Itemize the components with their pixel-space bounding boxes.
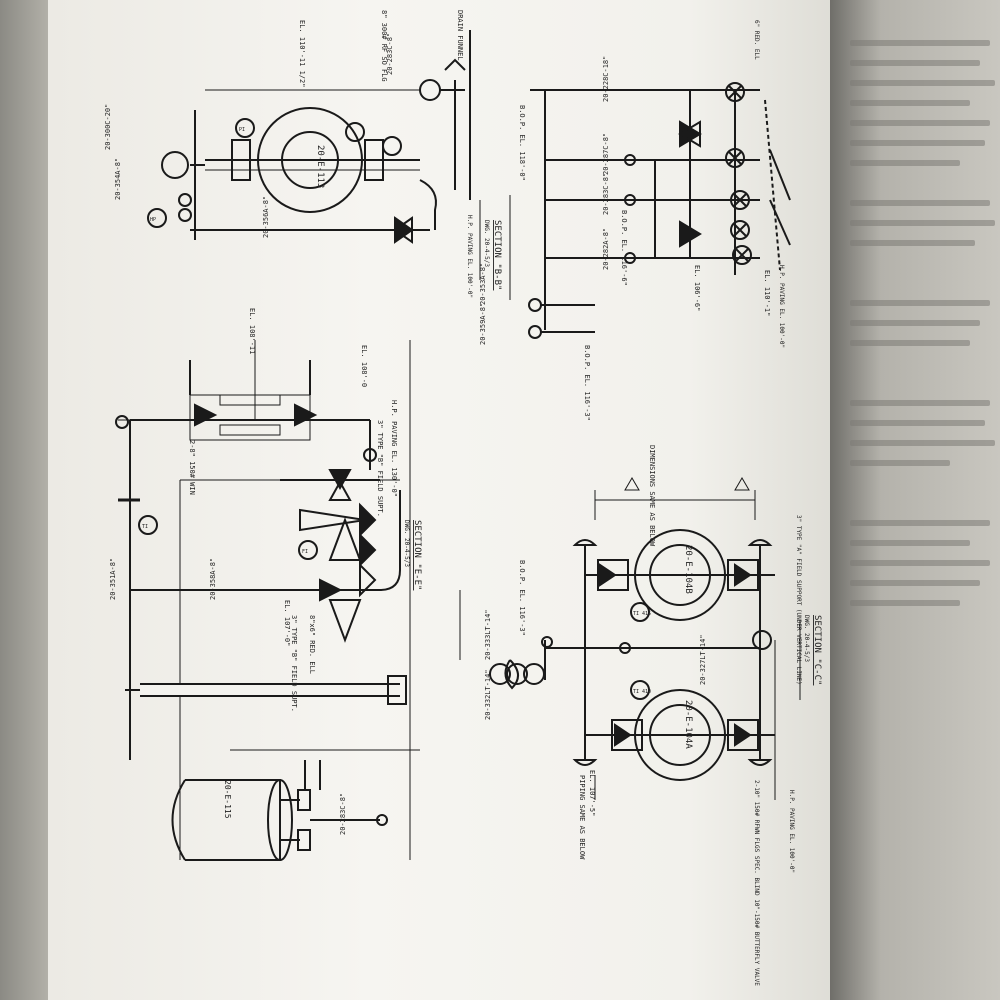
section-cc-diagram <box>459 477 801 800</box>
elevation-label: EL. 107'-5" <box>588 770 596 816</box>
instrument-label: PI <box>239 127 245 133</box>
instrument-label: TI 410 <box>633 689 651 695</box>
exchanger-20-E-115 <box>171 749 420 861</box>
section-ee-title: SECTION "E-E" <box>412 520 422 590</box>
elevation-label: EL. 108'-0 <box>360 345 368 387</box>
pipe-label: 20-300C-20" <box>104 104 112 150</box>
pipe-label: 20-358A-8" <box>209 558 217 600</box>
table-surface <box>0 0 48 1000</box>
instrument-label: TI 415 <box>633 611 651 617</box>
exchanger-20-E-113 <box>147 30 481 280</box>
pipe-label: 20-356A-8" <box>262 196 270 238</box>
section-ee-dwg: DWG. 20-4-5/3 <box>403 520 410 567</box>
section-bb-title: SECTION "B-B" <box>492 220 502 290</box>
instrument-label: HP <box>150 217 156 223</box>
pipe-label: 20-333LT-14" <box>484 609 492 660</box>
elevation-label: EL. 110'-11 1/2" <box>298 20 306 87</box>
note-label: 8"x6" RED. ELL <box>308 615 316 674</box>
pipe-label: 20-287C-8" <box>602 133 610 175</box>
elevation-label: EL. 107'-0" <box>283 600 291 646</box>
pipe-label: 20-354A-8" <box>114 158 122 200</box>
elevation-label: B.O.P. EL. 116'-3" <box>518 560 526 636</box>
section-bb-dwg: DWG. 20-4-5/3 <box>483 220 490 267</box>
note-label: 8" 300# RF SO FLG <box>380 10 388 82</box>
pipe-label: 20-351A-8" <box>109 558 117 600</box>
note-label: PIPING SAME AS BELOW <box>578 775 586 860</box>
instrument-label: TI <box>142 524 148 530</box>
section-bb-diagram <box>509 82 791 339</box>
note-label: 2-8" 150# WIN <box>188 440 196 495</box>
instrument-label: FI <box>302 549 308 555</box>
elevation-label: H.P. PAVING EL. 130'-0" <box>390 400 398 497</box>
facing-text-page <box>830 0 1000 1000</box>
equipment-label: 20-E-115 <box>223 780 232 819</box>
pipe-label: 20-327LT-14" <box>699 634 707 685</box>
pipe-label: 20-332LT-14" <box>484 669 492 720</box>
elevation-label: H.P. PAVING EL. 100'-0" <box>778 265 785 348</box>
pipe-label: 20-228C-18" <box>602 56 610 102</box>
elevation-label: B.O.P. EL. 116'-3" <box>583 345 591 421</box>
elevation-label: EL. 106'-6" <box>693 265 701 311</box>
pipe-label: 20-283C-8" <box>602 173 610 215</box>
section-cc-dwg: DWG. 20-4-5/3 <box>803 615 810 662</box>
note-label: 3" TYPE "A" FIELD SUPPORT (UNDER VERTICA… <box>795 515 802 685</box>
equipment-label: 20-E-104A <box>683 700 693 749</box>
equipment-label: 20-E-113 <box>315 145 325 188</box>
pipe-label: 20-282A-8" <box>602 228 610 270</box>
note-label: 3" TYPE "B" FIELD SUPT. <box>290 615 298 712</box>
section-ee-diagram <box>115 340 411 860</box>
elevation-label: H.P. PAVING EL. 100'-0" <box>788 790 795 873</box>
note-label: 2-10" 150# RFWN FLGS SPEC. BLIND 10"-150… <box>753 780 760 986</box>
note-label: DRAIN FUNNEL <box>456 10 464 61</box>
elevation-label: B.O.P. EL. 116'-6" <box>620 210 628 286</box>
note-label: DIMENSIONS SAME AS BELOW <box>648 445 656 547</box>
pipe-label: 20-359A-8" <box>479 303 487 345</box>
equipment-label: 20-E-104B <box>683 545 693 594</box>
elevation-label: H.P. PAVING EL. 100'-0" <box>466 215 473 298</box>
section-cc-title: SECTION "C-C" <box>812 615 822 685</box>
elevation-label: EL. 110'-1" <box>763 270 771 316</box>
pipe-label: 20-283C-8" <box>386 33 394 75</box>
elevation-label: B.O.P. EL. 118'-0" <box>518 105 526 181</box>
pipe-label: 20-353A-8" <box>479 263 487 305</box>
note-label: 3" TYPE "B" FIELD SUPT. <box>376 420 384 517</box>
elevation-label: EL. 108'-11 <box>248 308 256 354</box>
pipe-label: 20-283C-8" <box>339 793 347 835</box>
note-label: 6" RED. ELL <box>753 20 760 60</box>
